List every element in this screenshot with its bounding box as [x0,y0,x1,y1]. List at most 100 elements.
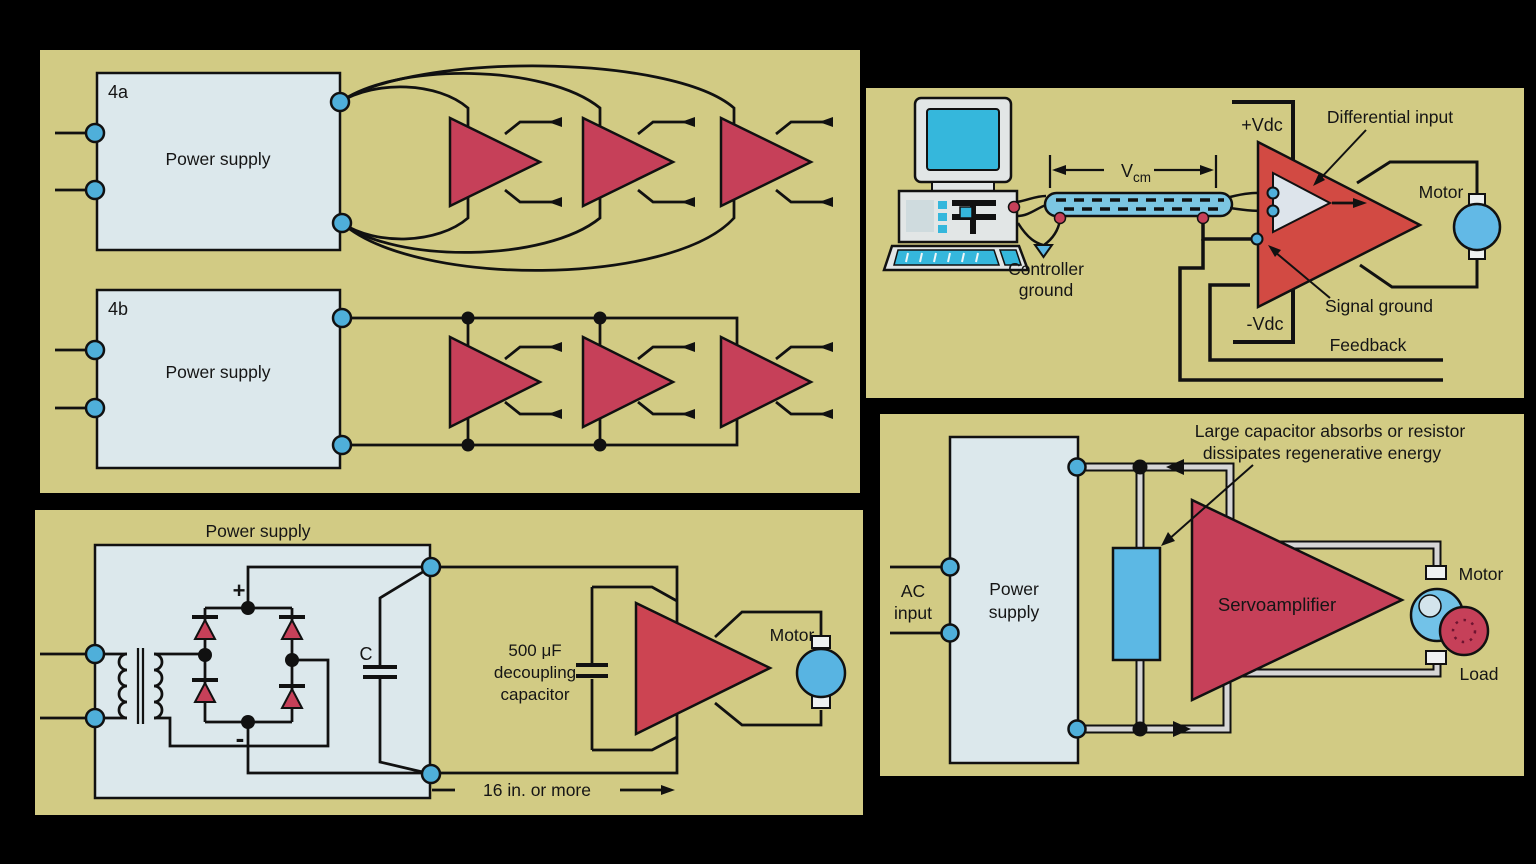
motor-wire-bottom [714,701,823,727]
ac-input-label-line1: AC [901,581,925,601]
output-wire [775,345,831,361]
pos-rail-label: +Vdc [1241,115,1283,135]
diode-bars [192,615,305,688]
power-supply-label-line2: supply [989,602,1040,622]
motor [795,647,847,699]
distance-label: 16 in. or more [483,780,591,800]
transformer-secondary [153,652,164,720]
output-wire [775,400,831,416]
load-label: Load [1460,664,1499,684]
transformer-primary [117,652,128,720]
amplifier-triangle [448,334,543,430]
amp-bracket-top [592,585,678,603]
dc-positive-wire [246,565,431,608]
motor [1452,202,1502,252]
figure-4a [55,64,831,272]
figure-4a-arrowheads [548,117,833,207]
output-wire [504,400,560,416]
feedback-label: Feedback [1330,335,1407,355]
output-wire [504,188,560,204]
drive-button [959,206,973,219]
output-arrowhead [1353,198,1367,208]
controller-ground-label-line2: ground [1019,280,1074,300]
minus-label: - [236,723,245,753]
terminals-4b [84,307,353,456]
positive-rail [1232,100,1295,161]
motor-wire-top [714,610,823,639]
monitor-stand [931,181,995,192]
junction-dot [1132,721,1148,737]
output-wire [775,188,831,204]
output-wire [637,400,693,416]
cap-branch [378,565,432,666]
amp-bracket-bottom [592,735,678,752]
annotation-arrowhead [1161,532,1175,546]
negative-rail [1233,288,1295,344]
output-terminals [84,556,442,785]
output-wire [637,120,693,136]
controller-ground-label-line1: Controller [1008,259,1084,279]
power-supply-box [93,543,432,800]
motor-terminal [811,635,831,649]
figure-4b-arrowheads [548,342,833,419]
monitor-screen [926,108,1000,171]
motor-terminal [1425,565,1447,580]
regen-note-line2: dissipates regenerative energy [1203,443,1442,463]
annotation-arrowhead [1268,245,1281,257]
amplifier-triangle [448,115,543,209]
indicator [938,201,947,209]
vcm-arrowhead-left [1052,165,1066,175]
flow-arrow-left [1166,459,1184,475]
wire [1016,203,1047,218]
feedback-line-outer [1178,239,1443,382]
shield-bond-dot [1007,200,1021,214]
supply-wire [341,180,602,254]
wire [1016,194,1047,204]
dimension-arrowhead [661,785,675,795]
external-wiring [432,565,823,792]
power-supply-title: Power supply [205,521,310,541]
servoamplifier-label: Servoamplifier [1218,594,1336,615]
power-supply-label-line1: Power [989,579,1039,599]
controller-computer [882,96,1030,272]
differential-input-triangle [1272,171,1333,234]
panel-decoupling-capacitor: Power supply [35,510,863,815]
power-supply-box-4a [95,71,342,252]
cap-branch [378,678,432,776]
diode-triangles [193,617,304,709]
cable-conductors [1056,198,1224,211]
output-wire [637,345,693,361]
motor-label: Motor [1459,564,1504,584]
panel-supply-wiring-4a-4b: 4a Power supply 4b [40,50,860,493]
key-marks [905,252,979,263]
annotation-arrow-line [1318,129,1367,181]
vcm-arrowhead-right [1200,165,1214,175]
capacitor-label: C [360,644,373,664]
dc-negative-wire [246,722,431,775]
regen-note-line1: Large capacitor absorbs or resistor [1195,421,1466,441]
supply-wire [341,180,736,272]
feedback-wiring [1178,222,1443,382]
motor-wire-bottom [1359,258,1479,289]
indicator [938,225,947,233]
unit-panel [906,200,934,232]
supply-wire [339,64,736,145]
feedback-line-inner [1208,283,1443,362]
ac-input-wires [890,565,950,635]
supply-internal-wiring [40,565,432,776]
annotation-arrowhead [1313,173,1325,186]
output-wire [504,345,560,361]
shield-bond-dot [1053,211,1067,225]
amplifier-triangle [719,334,814,430]
shield-bond-dot [1196,211,1210,225]
signal-ground-label: Signal ground [1325,296,1433,316]
decoupling-note-line1: 500 μF [508,641,561,660]
output-wire [637,188,693,204]
flow-arrow-right [1173,721,1191,737]
figure-label-4b: 4b [108,299,128,319]
power-supply-label-4a: Power supply [165,149,270,169]
figure-label-4a: 4a [108,82,129,102]
motor-shaft [1418,594,1442,618]
amplifiers-4b [448,334,814,430]
terminals-4a [84,91,353,234]
